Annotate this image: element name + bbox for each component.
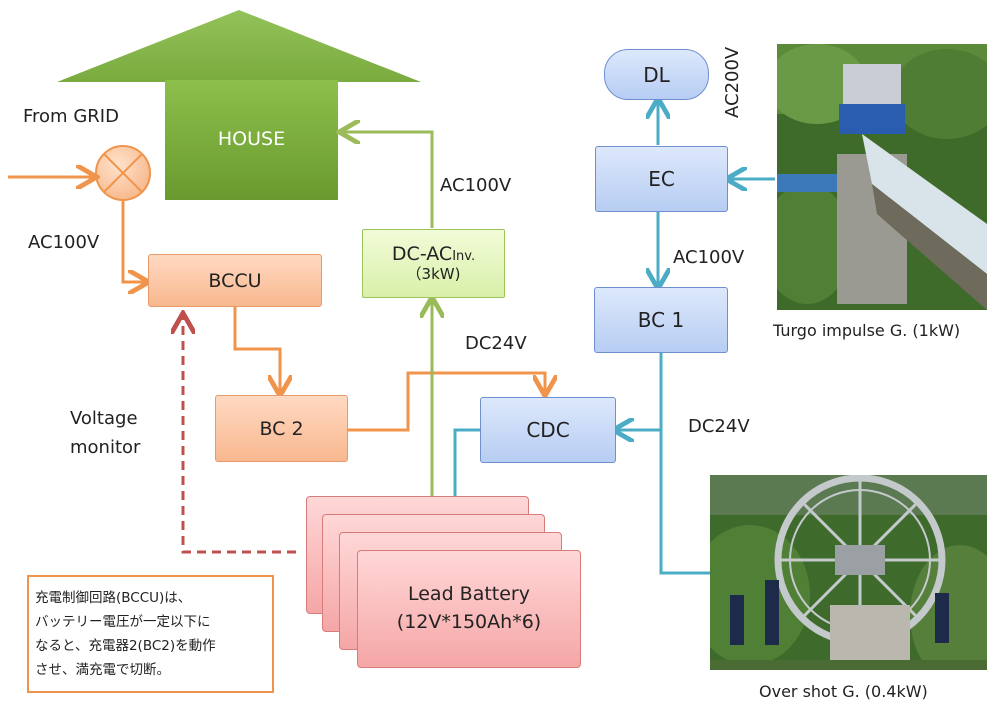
voltage-monitor-line1: Voltage: [70, 408, 138, 429]
bccu-box: BCCU: [148, 254, 322, 307]
note-line: なると、充電器2(BC2)を動作: [35, 638, 216, 654]
bc1-box: BC 1: [594, 287, 728, 353]
inverter-title-main: DC-AC: [391, 242, 453, 265]
inverter-title-small: Inv.: [452, 248, 476, 264]
grid-meter-icon: [95, 145, 151, 201]
turgo-caption: Turgo impulse G. (1kW): [773, 321, 961, 340]
meter-to-bccu-arrow: [121, 200, 146, 282]
inverter-to-house-arrow: [342, 132, 434, 228]
house-label: HOUSE: [217, 128, 286, 150]
from-grid-label: From GRID: [23, 106, 119, 127]
bc2-label: BC 2: [259, 417, 304, 440]
grid-ac100v-label: AC100V: [28, 232, 100, 253]
overshot-wheel-photo: [710, 475, 987, 670]
voltage-monitor-line2: monitor: [70, 436, 141, 458]
dl-label: DL: [643, 62, 670, 87]
voltage-monitor-label: Voltage monitor: [70, 405, 140, 463]
turgo-generator-photo: [777, 44, 987, 310]
note-line: バッテリー電圧が一定以下に: [35, 614, 211, 630]
ec-box: EC: [595, 146, 728, 212]
cdc-to-battery-arrow: [455, 428, 480, 526]
bc1-label: BC 1: [637, 308, 685, 332]
bccu-note: 充電制御回路(BCCU)は、 バッテリー電圧が一定以下に なると、充電器2(BC…: [27, 575, 274, 693]
dc24v-left-label: DC24V: [465, 333, 527, 354]
cdc-label: CDC: [526, 418, 570, 442]
battery-spec: (12V*150Ah*6): [396, 611, 542, 633]
cdc-box: CDC: [480, 397, 616, 463]
ec-label: EC: [648, 167, 675, 191]
ec-bc1-ac100v-label: AC100V: [673, 247, 745, 268]
note-line: 充電制御回路(BCCU)は、: [35, 590, 192, 606]
battery-label: Lead Battery: [407, 583, 530, 606]
overshot-caption: Over shot G. (0.4kW): [759, 682, 928, 701]
bccu-to-bc2-arrow: [233, 306, 280, 393]
bccu-label: BCCU: [208, 269, 262, 292]
dl-box: DL: [604, 49, 709, 100]
inverter-rating: （3kW): [406, 264, 461, 283]
voltage-monitor-line: [183, 316, 296, 554]
house-feed-ac100v-label: AC100V: [440, 175, 512, 196]
bc2-box: BC 2: [215, 395, 348, 462]
note-line: させ、満充電で切断。: [35, 662, 170, 678]
inverter-box: DC-ACInv. （3kW): [362, 229, 505, 298]
bc2-to-cdc-arrow: [348, 371, 545, 432]
house-icon: [57, 10, 421, 200]
dc24v-right-label: DC24V: [688, 416, 750, 437]
ac200v-label: AC200V: [722, 46, 743, 118]
inverter-title: DC-ACInv.: [391, 242, 476, 266]
battery-front: Lead Battery (12V*150Ah*6): [357, 550, 581, 668]
overshot-to-cdc-line: [659, 352, 710, 575]
